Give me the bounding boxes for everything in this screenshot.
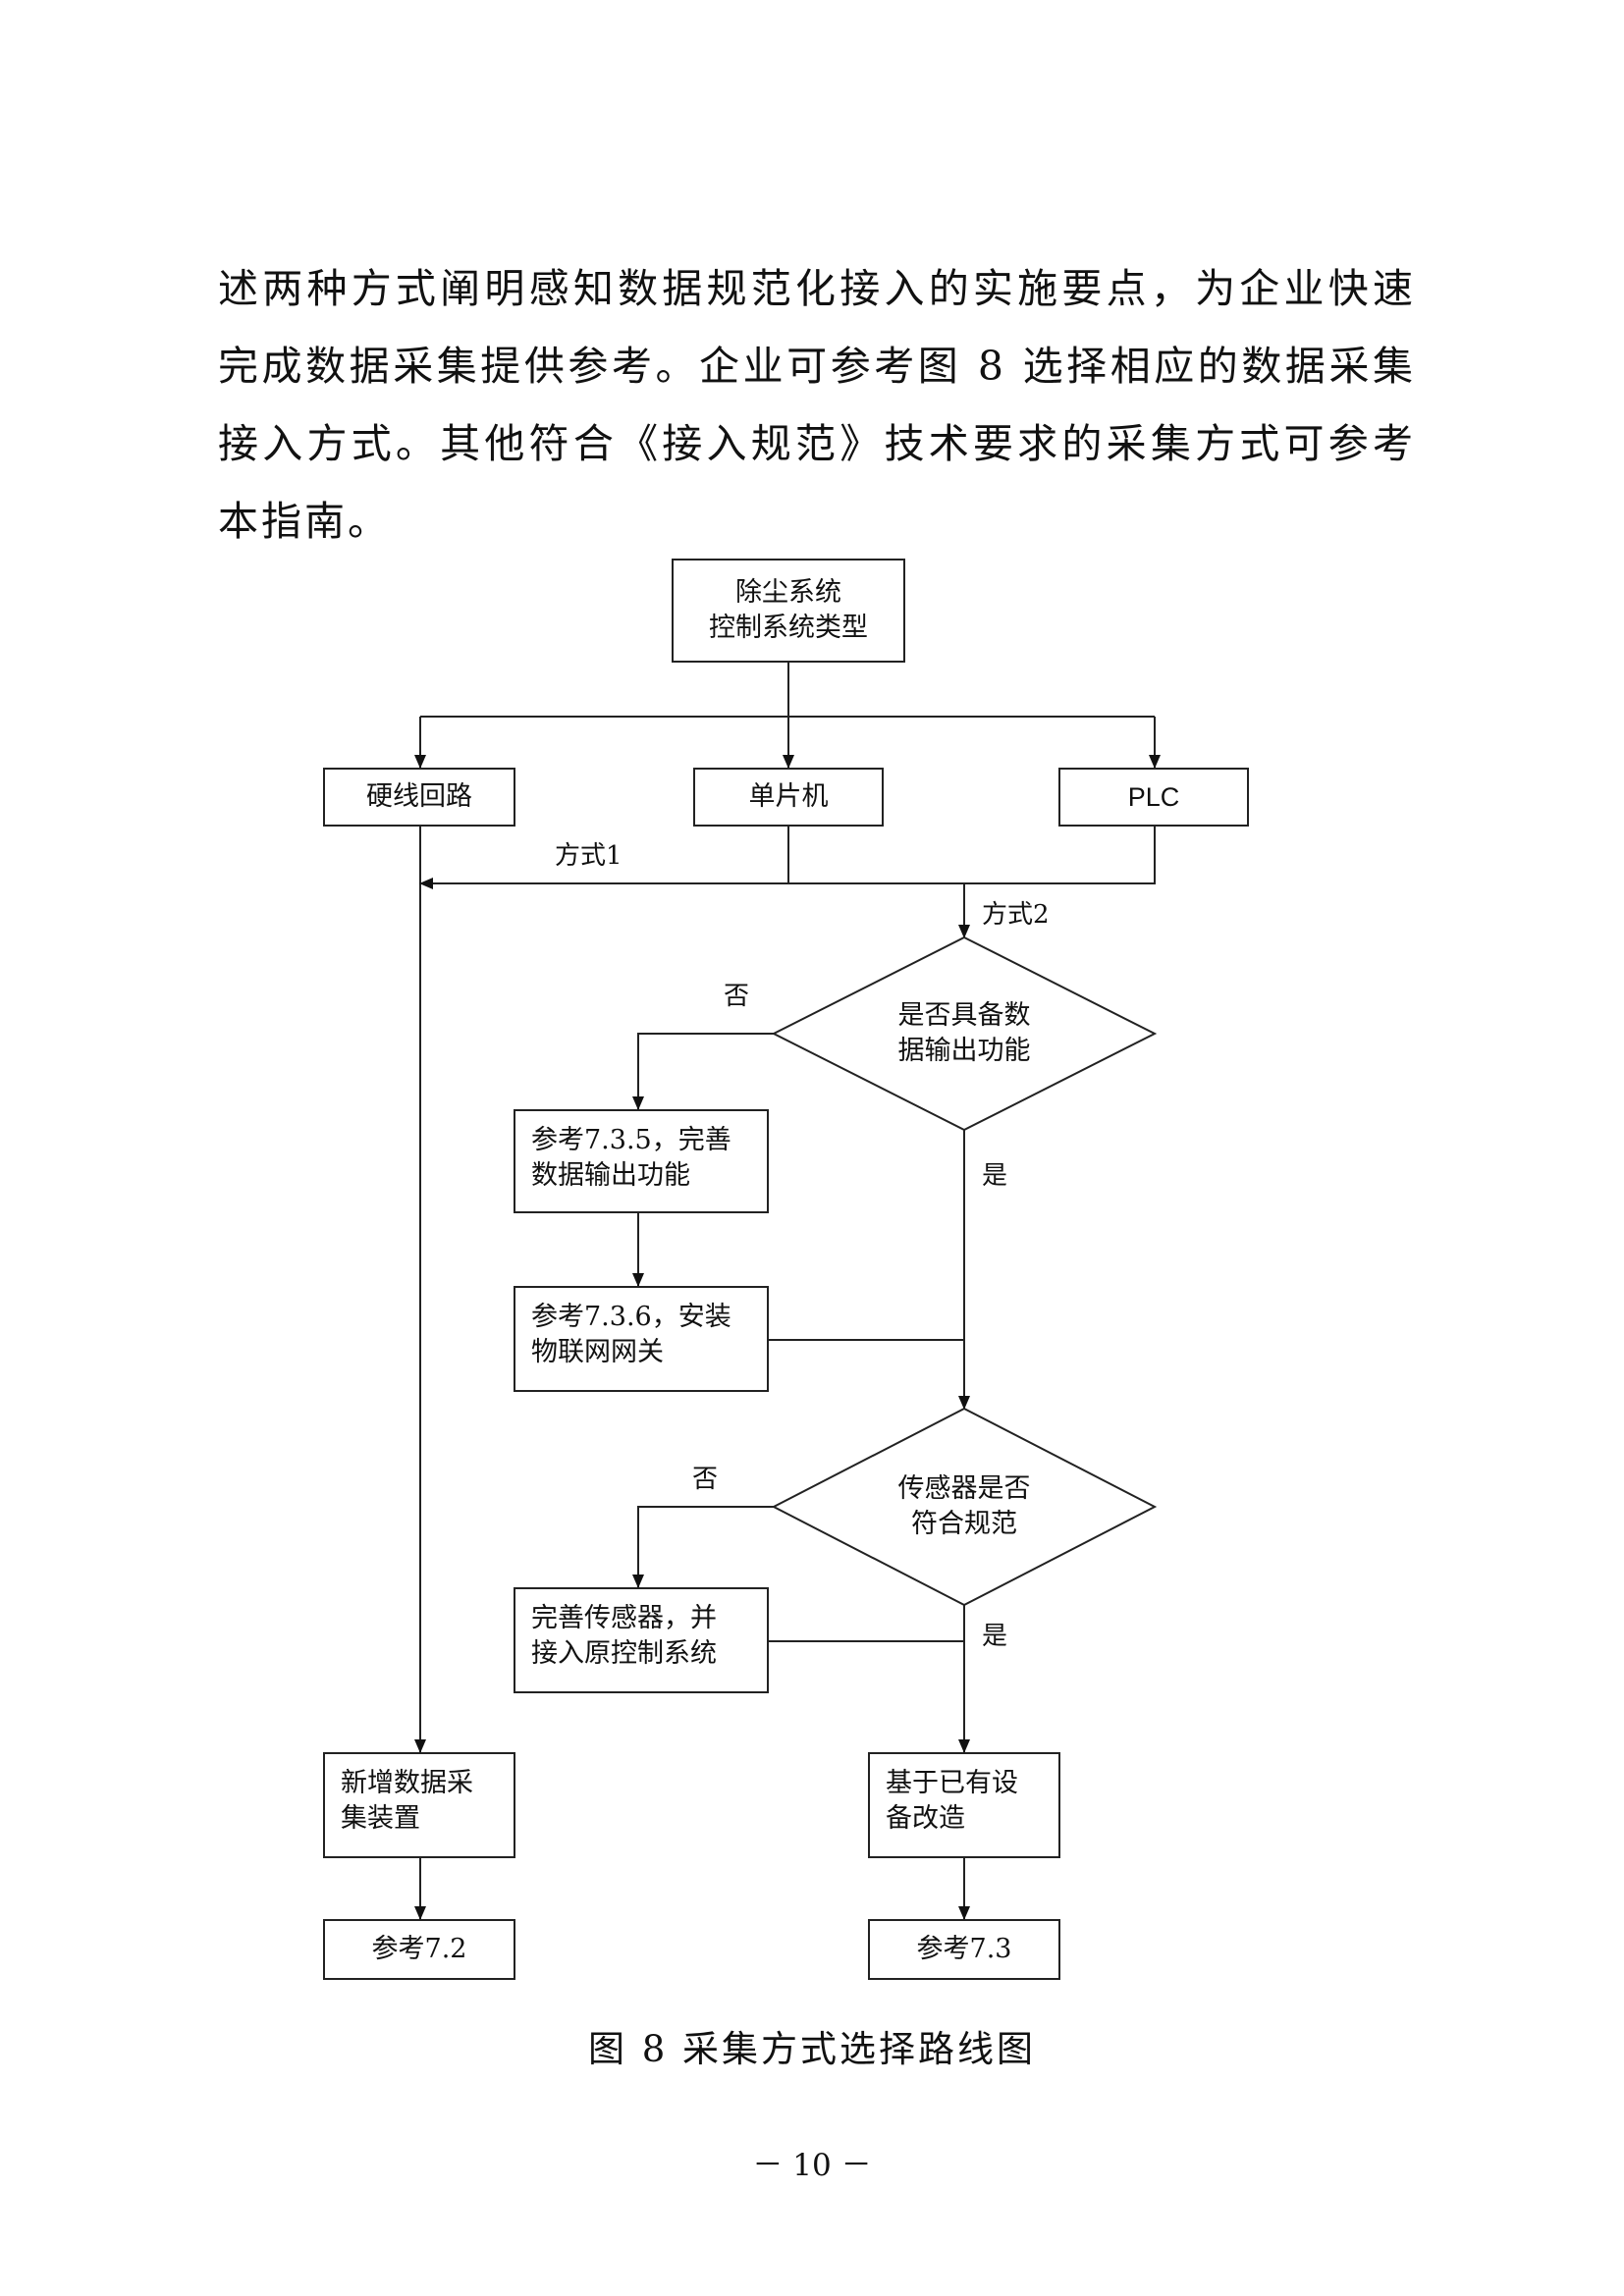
method2-label: 方式2	[982, 900, 1050, 930]
ref-7-3-5-box: 参考7.3.5，完善 数据输出功能	[514, 1109, 769, 1213]
decision1-yes-label: 是	[982, 1161, 1008, 1191]
ref-7-3-6-box: 参考7.3.6，安装 物联网网关	[514, 1286, 769, 1392]
ref-7-3-box: 参考7.3	[868, 1919, 1060, 1980]
body-paragraph: 述两种方式阐明感知数据规范化接入的实施要点，为企业快速完成数据采集提供参考。企业…	[218, 265, 1416, 545]
data-output-decision-text: 是否具备数 据输出功能	[897, 1000, 1031, 1066]
hardwire-loop-box: 硬线回路	[323, 768, 515, 827]
mcu-box: 单片机	[693, 768, 884, 827]
new-collection-device-box: 新增数据采 集装置	[323, 1752, 515, 1858]
improve-sensor-box: 完善传感器，并 接入原控制系统	[514, 1587, 769, 1693]
ref-7-2-box: 参考7.2	[323, 1919, 515, 1980]
decision2-no-label: 否	[692, 1465, 719, 1494]
existing-equipment-retrofit-box: 基于已有设 备改造	[868, 1752, 1060, 1858]
control-system-type-box: 除尘系统 控制系统类型	[672, 559, 905, 663]
figure-caption: 图 8 采集方式选择路线图	[587, 2028, 1037, 2070]
plc-box: PLC	[1058, 768, 1249, 827]
page-number: － 10 －	[752, 2148, 872, 2183]
method1-label: 方式1	[555, 841, 623, 871]
decision1-no-label: 否	[724, 982, 750, 1011]
decision2-yes-label: 是	[982, 1622, 1008, 1651]
sensor-compliance-decision-text: 传感器是否 符合规范	[897, 1473, 1031, 1539]
